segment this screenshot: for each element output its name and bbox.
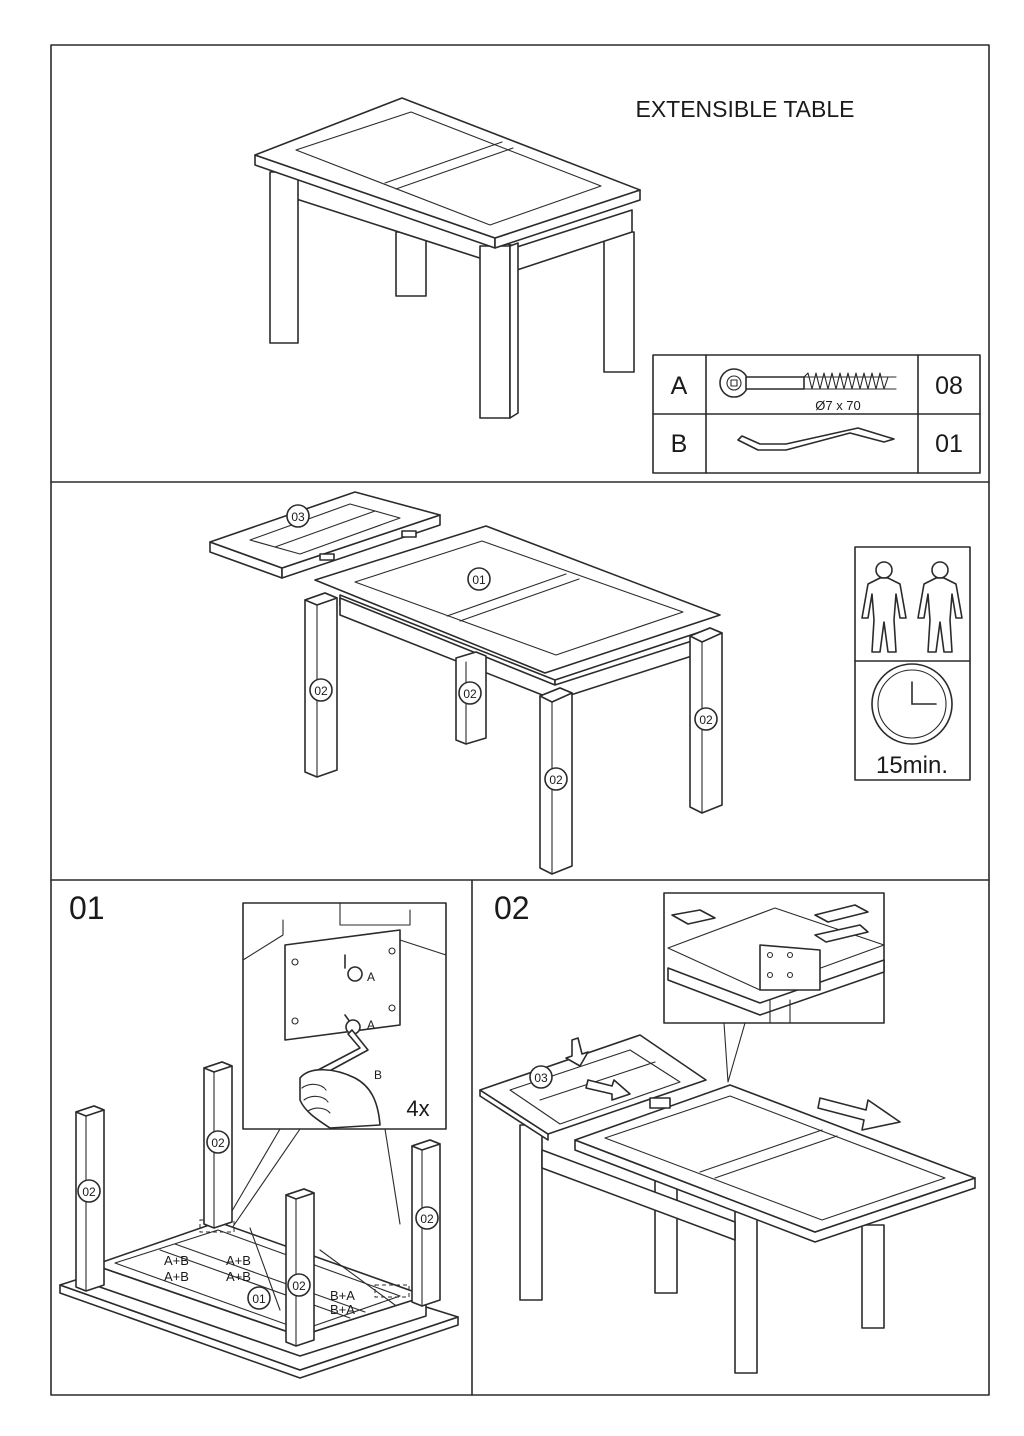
part-label-leaf: 03 (291, 510, 305, 524)
arrow-down-icon (565, 1037, 589, 1067)
part-label-leg-3: 02 (549, 773, 563, 787)
hardware-list: A 08 Ø7 x 70 B 01 (652, 354, 981, 474)
arrow-slide-icon (585, 1079, 631, 1101)
step-1-inverted-table: A+B A+B A+B A+B B+A B+A 01 02 02 02 02 (59, 1061, 459, 1379)
two-persons-icon (861, 561, 963, 653)
allen-key-icon (737, 427, 895, 451)
part-label-leg-1: 02 (314, 684, 328, 698)
joint-label-6: B+A (330, 1302, 355, 1317)
arrow-pull-icon (817, 1097, 901, 1131)
step-2-number: 02 (494, 890, 530, 926)
step-1-leg-label-3: 02 (292, 1279, 306, 1293)
hardware-b-qty: 01 (935, 430, 963, 458)
extension-leaf: 03 (209, 491, 441, 579)
clock-icon (871, 663, 953, 745)
assembly-info-box: 15min. (854, 546, 971, 781)
step-1-part-label-top: 01 (252, 1292, 266, 1306)
step-2-leg-1 (519, 1124, 543, 1301)
joint-label-4: A+B (226, 1269, 251, 1284)
part-label-leg-4: 02 (699, 713, 713, 727)
step-1-bolt-label-1: A (367, 970, 375, 984)
step-2-leg-4 (861, 1224, 885, 1329)
step-1-leg-label-1: 02 (82, 1185, 96, 1199)
step-2-extending-table: 03 (479, 1034, 976, 1374)
step-1-detail-callout: A A B 4x (221, 902, 447, 1229)
hardware-a-spec: Ø7 x 70 (815, 398, 861, 413)
part-label-leg-2: 02 (463, 687, 477, 701)
step-2-part-label-leaf: 03 (534, 1071, 548, 1085)
step-1-key-label: B (374, 1068, 382, 1082)
assembly-time-label: 15min. (876, 752, 948, 779)
hardware-a-letter: A (671, 372, 688, 400)
step-1-leg-label-4: 02 (420, 1212, 434, 1226)
table-overview-illustration (254, 97, 641, 419)
exploded-parts-illustration: 03 01 02 02 (209, 491, 723, 875)
leg-parts: 02 02 02 02 (304, 592, 723, 875)
part-label-top: 01 (472, 573, 486, 587)
step-1-number: 01 (69, 890, 105, 926)
step-1-leg-label-2: 02 (211, 1136, 225, 1150)
step-1-bolt-label-2: A (367, 1018, 375, 1032)
sheet-title: EXTENSIBLE TABLE (635, 96, 854, 122)
sheet-frame (50, 44, 990, 1396)
joint-label-3: A+B (226, 1253, 251, 1268)
joint-label-1: A+B (164, 1253, 189, 1268)
joint-label-2: A+B (164, 1269, 189, 1284)
hardware-a-qty: 08 (935, 372, 963, 400)
bolt-icon (719, 368, 897, 398)
joint-label-5: B+A (330, 1288, 355, 1303)
step-2-detail-callout (663, 892, 885, 1083)
tabletop-part: 01 (314, 525, 721, 701)
step-2-leg-3 (734, 1194, 758, 1374)
hardware-b-letter: B (671, 430, 688, 458)
step-1-repeat-label: 4x (406, 1096, 429, 1121)
